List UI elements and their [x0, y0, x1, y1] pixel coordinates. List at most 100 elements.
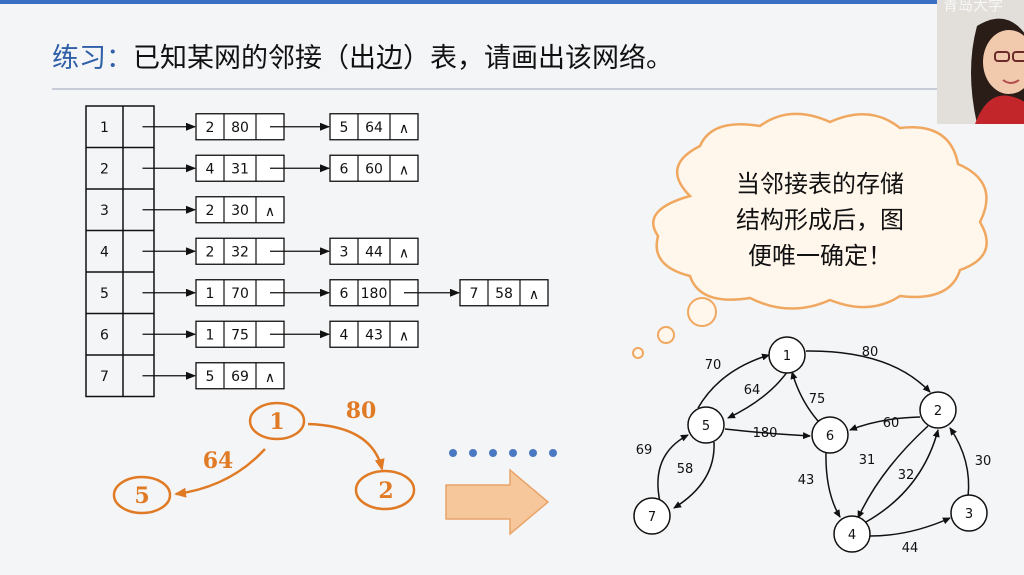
weight-75: 75	[809, 392, 826, 407]
null-pointer-symbol: ∧	[399, 245, 409, 261]
edge-4-2	[865, 429, 940, 523]
weight-30: 30	[975, 454, 992, 469]
cloud-line-1: 当邻接表的存储	[736, 170, 904, 198]
vertex-label-5: 5	[100, 286, 109, 302]
cam-caption: 青岛大学	[943, 0, 1004, 14]
svg-text:2: 2	[934, 404, 942, 419]
edge-1-2	[805, 350, 931, 393]
edge-node-box	[329, 113, 419, 141]
edge-1-5	[727, 367, 791, 419]
sketch-node-2: 2	[378, 478, 393, 504]
graph-node-1: 1	[768, 336, 806, 374]
edge-weight: 30	[231, 203, 249, 219]
edge-weight: 60	[365, 161, 383, 177]
edge-6-4	[825, 450, 841, 518]
edge-node-box	[195, 320, 285, 348]
edge-weight: 64	[365, 120, 383, 136]
weight-31: 31	[859, 453, 876, 468]
vertex-label-3: 3	[100, 203, 109, 219]
right-arrow-shape	[445, 468, 550, 536]
sketch-weight-80: 80	[346, 398, 377, 424]
edge-5-7	[673, 441, 715, 509]
null-pointer-symbol: ∧	[265, 370, 275, 386]
edge-to-vertex: 2	[206, 120, 215, 136]
svg-text:3: 3	[965, 507, 973, 522]
graph-node-5: 5	[687, 406, 725, 444]
edge-node-box	[195, 113, 285, 141]
edge-5-1	[697, 353, 770, 409]
sketch-node-1-circle	[248, 401, 306, 441]
graph-node-6: 6	[811, 416, 849, 454]
transition-dots	[449, 449, 557, 457]
weight-80: 80	[862, 345, 879, 360]
edge-node-box	[329, 320, 419, 348]
edge-node-box	[329, 237, 419, 265]
edge-node-box	[195, 196, 285, 224]
sketch-node-5-circle	[112, 475, 172, 515]
edge-weight: 44	[365, 244, 383, 260]
edge-to-vertex: 3	[340, 244, 349, 260]
cloud-line-2: 结构形成后，图	[736, 206, 904, 234]
vertex-label-7: 7	[100, 369, 109, 385]
title-text: 已知某网的邻接（出边）表，请画出该网络。	[133, 43, 673, 74]
sketch-weight-64: 64	[203, 448, 234, 474]
edge-weight: 43	[365, 327, 383, 343]
weight-32: 32	[898, 468, 915, 483]
weight-180: 180	[753, 426, 778, 441]
edge-weight: 58	[495, 286, 513, 302]
null-pointer-symbol: ∧	[399, 328, 409, 344]
edge-7-5	[657, 434, 689, 503]
edge-to-vertex: 6	[340, 161, 349, 177]
edge-weight: 80	[231, 120, 249, 136]
weight-58: 58	[677, 462, 694, 477]
edge-2-6	[849, 416, 921, 431]
edge-to-vertex: 7	[470, 286, 479, 302]
thought-cloud: 当邻接表的存储 结构形成后，图 便唯一确定！	[632, 112, 988, 359]
vertex-label-6: 6	[100, 327, 109, 343]
slide-title: 练习：已知某网的邻接（出边）表，请画出该网络。	[52, 36, 673, 75]
edge-4-3	[869, 517, 951, 537]
svg-text:5: 5	[702, 419, 710, 434]
edge-to-vertex: 2	[206, 244, 215, 260]
edge-3-2	[949, 427, 970, 498]
weight-70: 70	[705, 358, 722, 373]
edge-weight: 70	[231, 286, 249, 302]
vertex-label-4: 4	[100, 244, 109, 260]
edge-weight: 75	[231, 327, 249, 343]
svg-text:6: 6	[826, 429, 834, 444]
weight-43: 43	[798, 473, 815, 488]
edge-to-vertex: 1	[206, 286, 215, 302]
partial-network-sketch: 1 5 2 64 80	[112, 398, 416, 515]
svg-text:4: 4	[848, 528, 856, 543]
null-pointer-symbol: ∧	[399, 162, 409, 178]
edge-to-vertex: 2	[206, 203, 215, 219]
weight-44: 44	[902, 541, 919, 556]
sketch-edge-1-2	[307, 422, 385, 471]
vertex-label-1: 1	[100, 120, 109, 136]
sketch-node-5: 5	[134, 483, 149, 509]
vertex-label-2: 2	[100, 161, 109, 177]
title-prefix: 练习：	[52, 43, 133, 74]
null-pointer-symbol: ∧	[399, 121, 409, 137]
graph-node-2: 2	[919, 391, 957, 429]
edge-weight: 180	[361, 286, 388, 302]
edge-weight: 31	[231, 161, 249, 177]
svg-text:7: 7	[648, 510, 656, 525]
edge-node-box	[195, 279, 285, 307]
title-underline	[52, 88, 937, 90]
sketch-node-2-circle	[354, 469, 416, 511]
top-accent-line	[0, 0, 1024, 4]
edge-2-4	[857, 425, 929, 519]
edge-to-vertex: 1	[206, 327, 215, 343]
sketch-node-1: 1	[269, 409, 284, 435]
graph-node-7: 7	[633, 497, 671, 535]
edge-to-vertex: 5	[206, 369, 215, 385]
svg-text:1: 1	[783, 349, 791, 364]
sketch-edge-1-5	[174, 448, 266, 498]
cloud-line-3: 便唯一确定！	[748, 242, 892, 270]
edge-node-box	[195, 362, 285, 390]
weight-64: 64	[744, 383, 761, 398]
null-pointer-symbol: ∧	[265, 204, 275, 220]
weight-60: 60	[883, 416, 900, 431]
